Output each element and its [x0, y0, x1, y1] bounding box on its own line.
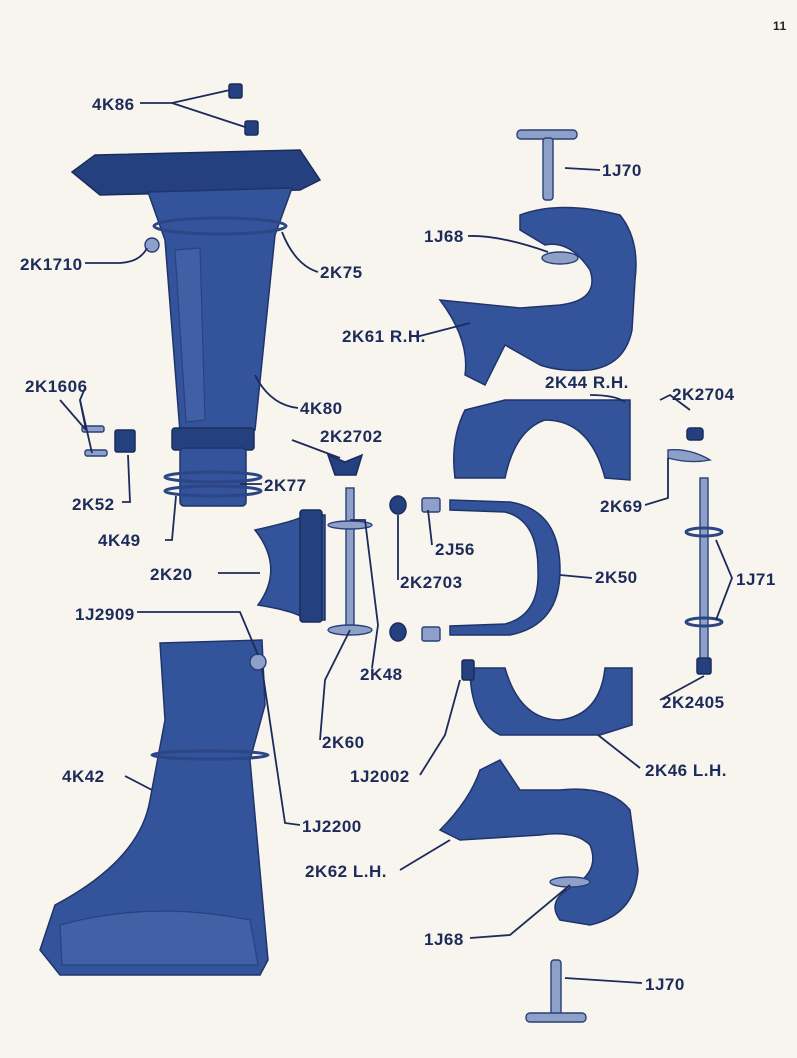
part-1j2909-fitting	[249, 653, 267, 671]
part-2k2704-nut	[686, 427, 704, 441]
label-2k52: 2K52	[72, 495, 115, 514]
part-2k46-clamp-lh	[461, 659, 633, 736]
label-1j70-bottom: 1J70	[645, 975, 685, 994]
label-2k44-rh: 2K44 R.H.	[545, 373, 629, 392]
label-1j68-bottom: 1J68	[424, 930, 464, 949]
label-2k69: 2K69	[600, 497, 643, 516]
part-2k1710-fitting	[144, 237, 160, 253]
label-2j56: 2J56	[435, 540, 475, 559]
label-2k75: 2K75	[320, 263, 363, 282]
part-2k2702-wing-nut	[326, 453, 364, 476]
part-2j56-springs	[421, 497, 441, 642]
part-2k61-bracket-rh	[438, 206, 637, 387]
label-2k77: 2K77	[264, 476, 307, 495]
part-4k49-tube	[179, 447, 247, 507]
label-1j2002: 1J2002	[350, 767, 410, 786]
label-4k42: 4K42	[62, 767, 105, 786]
label-2k20: 2K20	[150, 565, 193, 584]
part-2k1606-screws	[81, 425, 108, 457]
label-1j2200: 1J2200	[302, 817, 362, 836]
part-2k52-plate	[114, 429, 136, 453]
label-2k48: 2K48	[360, 665, 403, 684]
part-2k50-u-bolt	[449, 499, 561, 636]
label-1j2909: 1J2909	[75, 605, 135, 624]
label-4k80: 4K80	[300, 399, 343, 418]
label-2k1710: 2K1710	[20, 255, 83, 274]
label-1j68-top: 1J68	[424, 227, 464, 246]
part-2k2703-nuts	[389, 495, 407, 642]
part-2k44-clamp-rh	[453, 399, 631, 481]
label-2k62-lh: 2K62 L.H.	[305, 862, 387, 881]
page-number: 11	[773, 19, 787, 33]
part-4k42-lower-housing	[39, 639, 270, 976]
part-4k86-nuts	[228, 83, 259, 136]
label-4k86: 4K86	[92, 95, 135, 114]
part-2k77-rings	[163, 470, 263, 498]
label-2k50: 2K50	[595, 568, 638, 587]
label-2k46-lh: 2K46 L.H.	[645, 761, 727, 780]
leader-lines	[59, 89, 733, 984]
label-4k49: 4K49	[98, 531, 141, 550]
part-4k80-upper-housing	[70, 149, 322, 451]
label-2k2405: 2K2405	[662, 693, 725, 712]
label-2k2704: 2K2704	[672, 385, 735, 404]
part-2k62-bracket-lh	[438, 759, 639, 926]
part-2k75-ring	[152, 216, 288, 236]
part-1j70-bottom-screw	[525, 959, 587, 1023]
part-2k48-bolt	[327, 487, 373, 636]
label-2k1606: 2K1606	[25, 377, 88, 396]
label-2k61-rh: 2K61 R.H.	[342, 327, 426, 346]
part-1j70-top-screw	[516, 129, 578, 201]
part-2k20-clamp	[253, 509, 326, 623]
part-1j71-rod	[684, 477, 724, 675]
label-1j71: 1J71	[736, 570, 776, 589]
label-1j70-top: 1J70	[602, 161, 642, 180]
label-2k60: 2K60	[322, 733, 365, 752]
label-2k2703: 2K2703	[400, 573, 463, 592]
label-2k2702: 2K2702	[320, 427, 383, 446]
part-2k69-clip	[667, 449, 712, 463]
